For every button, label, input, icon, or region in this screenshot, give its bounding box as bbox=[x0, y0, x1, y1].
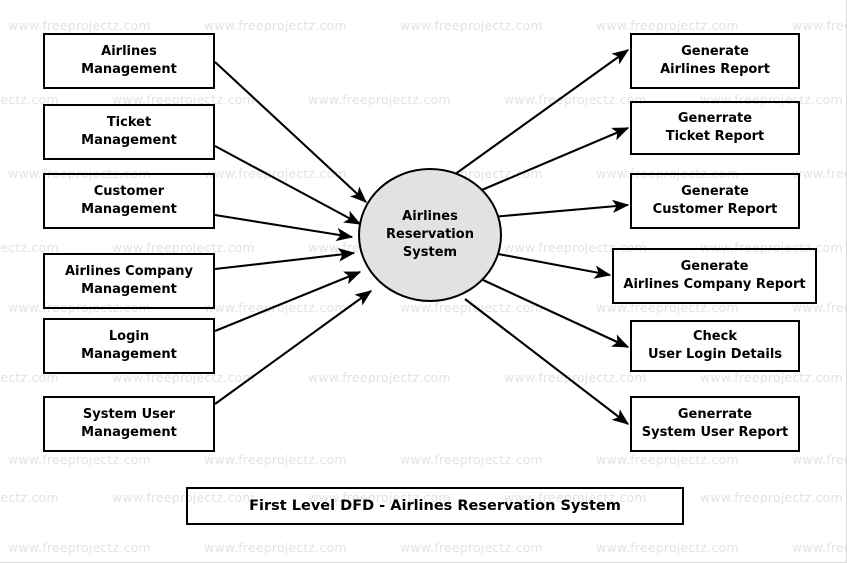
watermark-text: www.freeprojectz.com bbox=[204, 166, 347, 181]
watermark-text: www.freeprojectz.com bbox=[204, 300, 347, 315]
watermark-text: www.freeprojectz.com bbox=[400, 18, 543, 33]
entity-system-user-management-label: System User Management bbox=[81, 407, 177, 440]
entity-ticket-management-label: Ticket Management bbox=[81, 115, 177, 148]
watermark-text: www.freeprojectz.com bbox=[204, 540, 347, 555]
report-generate-system-user-report[interactable]: Generrate System User Report bbox=[630, 396, 800, 452]
report-generate-airlines-report[interactable]: Generate Airlines Report bbox=[630, 33, 800, 89]
watermark-text: www.freeprojectz.com bbox=[8, 452, 151, 467]
edge-airlines-company-mgmt-to-process bbox=[214, 248, 356, 271]
watermark-text: www.freeprojectz.com bbox=[308, 370, 451, 385]
report-generate-customer-report[interactable]: Generate Customer Report bbox=[630, 173, 800, 229]
report-generate-customer-report-label: Generate Customer Report bbox=[652, 184, 778, 217]
report-generate-ticket-report[interactable]: Generrate Ticket Report bbox=[630, 101, 800, 155]
report-check-user-login-details-label: Check User Login Details bbox=[647, 329, 783, 362]
entity-airlines-company-management-label: Airlines Company Management bbox=[64, 264, 193, 297]
entity-airlines-management[interactable]: Airlines Management bbox=[43, 33, 215, 89]
diagram-caption: First Level DFD - Airlines Reservation S… bbox=[186, 487, 684, 525]
watermark-text: www.freeprojectz.com bbox=[504, 92, 647, 107]
report-check-user-login-details[interactable]: Check User Login Details bbox=[630, 320, 800, 372]
watermark-text: www.freeprojectz.com bbox=[400, 540, 543, 555]
watermark-text: www.freeprojectz.com bbox=[700, 490, 843, 505]
edge-process-to-airlines-company-report bbox=[492, 251, 612, 279]
watermark-text: www.freeprojectz.com bbox=[8, 18, 151, 33]
report-generate-ticket-report-label: Generrate Ticket Report bbox=[665, 111, 765, 144]
edge-airlines-management-to-process bbox=[214, 61, 367, 203]
watermark-text: www.freeprojectz.com bbox=[504, 370, 647, 385]
entity-system-user-management[interactable]: System User Management bbox=[43, 396, 215, 452]
watermark-text: www.freeprojectz.com bbox=[400, 452, 543, 467]
edge-process-to-ticket-report bbox=[476, 127, 630, 193]
watermark-text: www.freeprojectz.com bbox=[596, 18, 739, 33]
watermark-text: www.freeprojectz.com bbox=[400, 300, 543, 315]
report-generate-airlines-company-report-label: Generate Airlines Company Report bbox=[623, 259, 806, 292]
edge-ticket-management-to-process bbox=[214, 145, 362, 225]
report-generate-airlines-company-report[interactable]: Generate Airlines Company Report bbox=[612, 248, 817, 304]
edge-process-to-airlines-report bbox=[446, 49, 630, 181]
watermark-text: www.freeprojectz.com bbox=[792, 166, 846, 181]
watermark-text: www.freeprojectz.com bbox=[8, 540, 151, 555]
entity-airlines-management-label: Airlines Management bbox=[81, 44, 177, 77]
report-generate-airlines-report-label: Generate Airlines Report bbox=[660, 44, 770, 77]
watermark-text: www.freeprojectz.com bbox=[792, 452, 846, 467]
watermark-text: www.freeprojectz.com bbox=[596, 452, 739, 467]
entity-customer-management-label: Customer Management bbox=[81, 184, 177, 217]
edge-process-to-system-user-report bbox=[464, 298, 629, 425]
entity-customer-management[interactable]: Customer Management bbox=[43, 173, 215, 229]
watermark-text: www.freeprojectz.com bbox=[204, 18, 347, 33]
watermark-text: www.freeprojectz.com bbox=[596, 540, 739, 555]
watermark-text: www.freeprojectz.com bbox=[308, 92, 451, 107]
entity-airlines-company-management[interactable]: Airlines Company Management bbox=[43, 253, 215, 309]
edge-process-to-check-user-login bbox=[482, 279, 630, 348]
entity-ticket-management[interactable]: Ticket Management bbox=[43, 104, 215, 160]
edge-process-to-customer-report bbox=[491, 199, 630, 219]
process-airlines-reservation-system[interactable]: Airlines Reservation System bbox=[358, 168, 502, 302]
watermark-text: www.freeprojectz.com bbox=[792, 18, 846, 33]
watermark-text: www.freeprojectz.com bbox=[792, 540, 846, 555]
diagram-caption-label: First Level DFD - Airlines Reservation S… bbox=[249, 498, 621, 514]
watermark-text: www.freeprojectz.com bbox=[700, 370, 843, 385]
process-label: Airlines Reservation System bbox=[386, 208, 474, 261]
watermark-text: www.freeprojectz.com bbox=[204, 452, 347, 467]
entity-login-management[interactable]: Login Management bbox=[43, 318, 215, 374]
report-generate-system-user-report-label: Generrate System User Report bbox=[641, 407, 789, 440]
edge-system-user-management-to-process bbox=[214, 290, 373, 405]
edge-customer-management-to-process bbox=[214, 213, 354, 242]
entity-login-management-label: Login Management bbox=[81, 329, 177, 362]
edge-login-management-to-process bbox=[214, 271, 362, 332]
watermark-text: www.freeprojectz.com bbox=[0, 490, 59, 505]
